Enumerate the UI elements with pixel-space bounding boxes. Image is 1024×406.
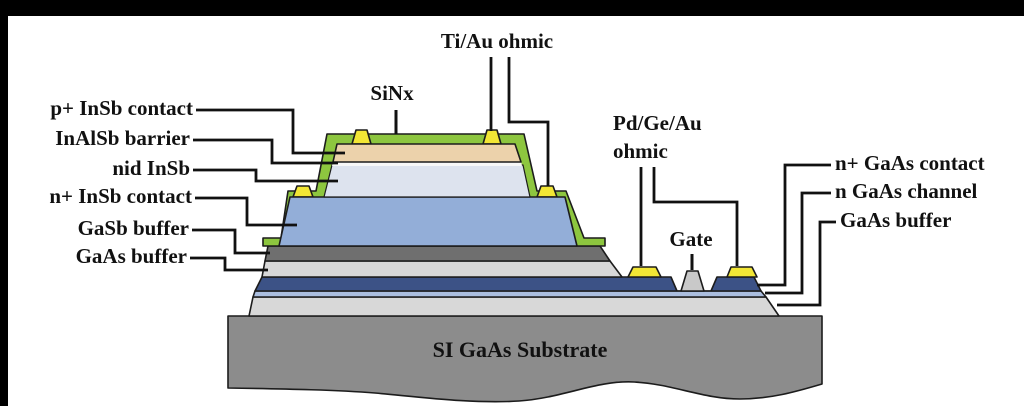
label-n-gaas-contact: n+ GaAs contact bbox=[835, 151, 985, 175]
leader-ti-au-2 bbox=[507, 57, 550, 186]
label-gaas-buffer-left: GaAs buffer bbox=[76, 244, 187, 268]
leader-gasb-buffer bbox=[192, 228, 270, 255]
label-ti-au-ohmic: Ti/Au ohmic bbox=[441, 29, 553, 53]
leader-p-insb-contact bbox=[196, 108, 345, 155]
ti-au-contact-top-right bbox=[482, 129, 502, 145]
label-gasb-buffer: GaSb buffer bbox=[78, 216, 189, 240]
si-gaas-substrate bbox=[227, 315, 823, 403]
ti-au-contact-top-left bbox=[351, 129, 372, 145]
label-nid-insb: nid InSb bbox=[112, 156, 190, 180]
gasb-buffer-layer bbox=[264, 245, 611, 262]
label-pd-ge-au-line1: Pd/Ge/Au bbox=[613, 111, 702, 135]
label-inalsb-barrier: InAlSb barrier bbox=[55, 126, 190, 150]
n-gaas-contact-layer bbox=[254, 276, 762, 292]
label-pd-ge-au-line2: ohmic bbox=[613, 139, 668, 163]
leader-inalsb-barrier bbox=[193, 138, 338, 165]
pd-ge-au-contact-right bbox=[726, 266, 758, 278]
leader-n-gaas-channel bbox=[765, 191, 831, 295]
ti-au-contact-step-left bbox=[292, 185, 314, 198]
n-insb-contact-layer bbox=[278, 196, 578, 247]
label-sinx: SiNx bbox=[370, 81, 414, 105]
gaas-buffer-upper-layer bbox=[261, 260, 623, 278]
leader-gaas-buffer-right bbox=[777, 220, 836, 307]
gate-electrode bbox=[680, 270, 705, 292]
leader-gaas-buffer-left bbox=[190, 256, 268, 272]
label-n-gaas-channel: n GaAs channel bbox=[835, 179, 978, 203]
top-black-bar bbox=[0, 0, 1024, 16]
p-insb-contact-layer bbox=[332, 143, 522, 163]
label-p-insb-contact: p+ InSb contact bbox=[50, 96, 193, 120]
gaas-buffer-lower-layer bbox=[248, 296, 780, 317]
left-black-bar bbox=[0, 0, 8, 406]
pd-ge-au-contact-left bbox=[627, 266, 662, 278]
leader-n-insb-contact bbox=[195, 196, 297, 227]
leader-n-gaas-contact bbox=[757, 163, 831, 287]
label-n-insb-contact: n+ InSb contact bbox=[49, 184, 192, 208]
ti-au-contact-step-right bbox=[536, 185, 558, 198]
leader-nid-insb bbox=[193, 168, 338, 183]
label-si-gaas-substrate: SI GaAs Substrate bbox=[433, 337, 608, 362]
n-gaas-channel-layer bbox=[252, 290, 767, 298]
label-gaas-buffer-right: GaAs buffer bbox=[840, 208, 951, 232]
nid-insb-layer bbox=[323, 164, 531, 198]
label-gate: Gate bbox=[669, 227, 712, 251]
leader-pd-ge-au-2 bbox=[652, 167, 739, 266]
